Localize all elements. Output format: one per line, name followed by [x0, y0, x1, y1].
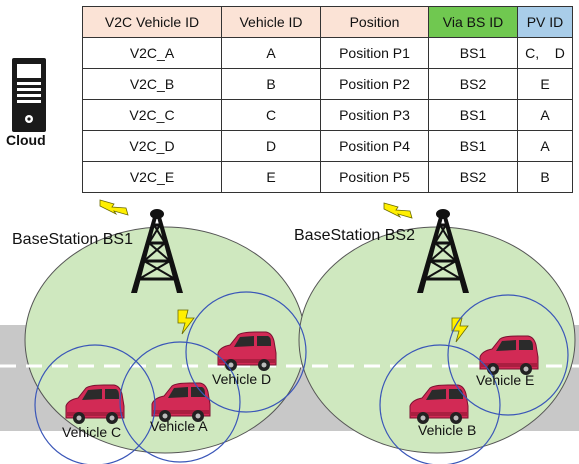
pv-id-header: PV ID [517, 6, 573, 38]
vehicle-id-cell: D [221, 130, 321, 162]
position-cell: Position P4 [320, 130, 429, 162]
bs2-uplink-lightning-icon [383, 202, 413, 219]
v2c-vehicle-id-cell: V2C_E [82, 161, 222, 193]
position-cell: Position P5 [320, 161, 429, 193]
via-bs-id-cell: BS1 [428, 99, 518, 131]
vehicle-e-range-circle [447, 294, 569, 416]
bs2-label: BaseStation BS2 [294, 227, 415, 244]
vehicle-id-cell: E [221, 161, 321, 193]
via-bs-id-header: Via BS ID [428, 6, 518, 38]
vehicle-a-range-circle [119, 341, 241, 463]
vehicle-d-range-circle [185, 291, 307, 413]
pv-id-cell: B [517, 161, 573, 193]
vehicle-id-header: Vehicle ID [221, 6, 321, 38]
vehicle-a-label: Vehicle A [150, 418, 208, 434]
position-cell: Position P2 [320, 68, 429, 100]
pv-id-cell: E [517, 68, 573, 100]
vehicle-c-label: Vehicle C [62, 424, 122, 440]
vehicle-id-cell: C [221, 99, 321, 131]
via-bs-id-cell: BS2 [428, 68, 518, 100]
vehicle-b-range-circle [379, 344, 501, 464]
v2c-vehicle-id-cell: V2C_A [82, 37, 222, 69]
via-bs-id-cell: BS1 [428, 37, 518, 69]
pv-id-cell: A [517, 130, 573, 162]
position-cell: Position P1 [320, 37, 429, 69]
position-cell: Position P3 [320, 99, 429, 131]
bs1-label: BaseStation BS1 [12, 231, 133, 248]
via-bs-id-cell: BS1 [428, 130, 518, 162]
vehicle-d-label: Vehicle D [212, 371, 272, 387]
vehicle-b-label: Vehicle B [418, 422, 477, 438]
v2c-vehicle-id-cell: V2C_D [82, 130, 222, 162]
cloud-label: Cloud [6, 132, 46, 148]
server-icon [12, 58, 46, 132]
position-header: Position [320, 6, 429, 38]
v2c-vehicle-id-cell: V2C_C [82, 99, 222, 131]
v2c-vehicle-id-header: V2C Vehicle ID [82, 6, 222, 38]
bs1-uplink-lightning-icon [99, 199, 129, 216]
v2c-vehicle-id-cell: V2C_B [82, 68, 222, 100]
pv-id-cell: A [517, 99, 573, 131]
vehicle-id-cell: B [221, 68, 321, 100]
via-bs-id-cell: BS2 [428, 161, 518, 193]
vehicle-e-label: Vehicle E [476, 372, 535, 388]
pv-id-cell: C, D [517, 37, 573, 69]
vehicle-id-cell: A [221, 37, 321, 69]
vehicle-c-range-circle [34, 344, 156, 464]
